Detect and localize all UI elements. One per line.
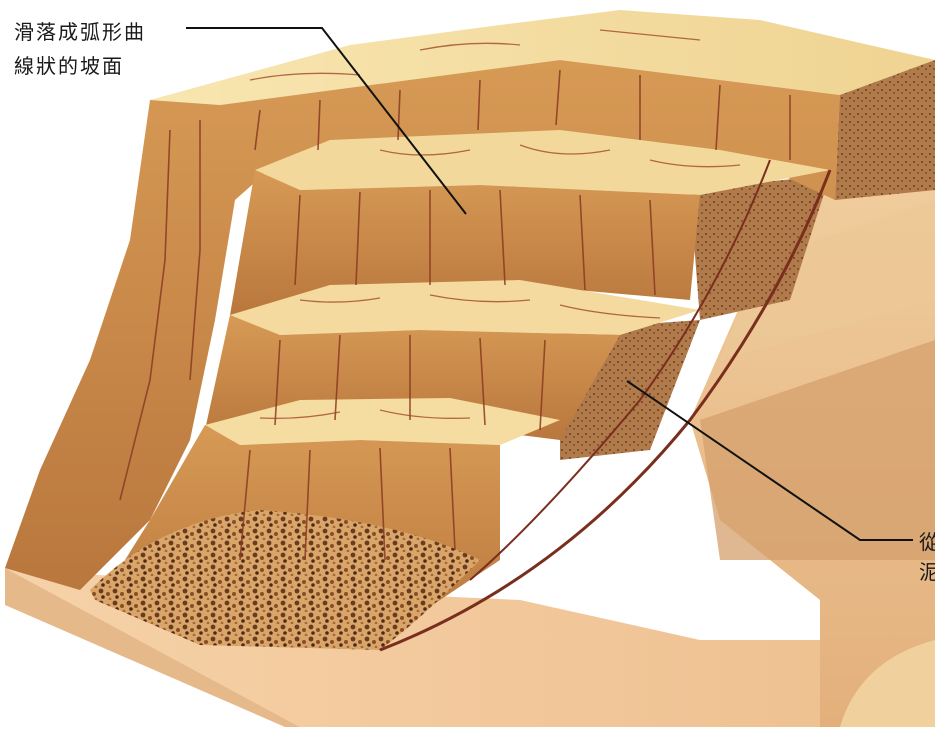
label-right-line2: 泥 — [919, 556, 935, 585]
label-slip-surface-line1: 滑落成弧形曲 — [14, 16, 146, 45]
label-right-line1: 從 — [919, 526, 935, 555]
label-slip-surface-line2: 線狀的坡面 — [14, 50, 124, 79]
